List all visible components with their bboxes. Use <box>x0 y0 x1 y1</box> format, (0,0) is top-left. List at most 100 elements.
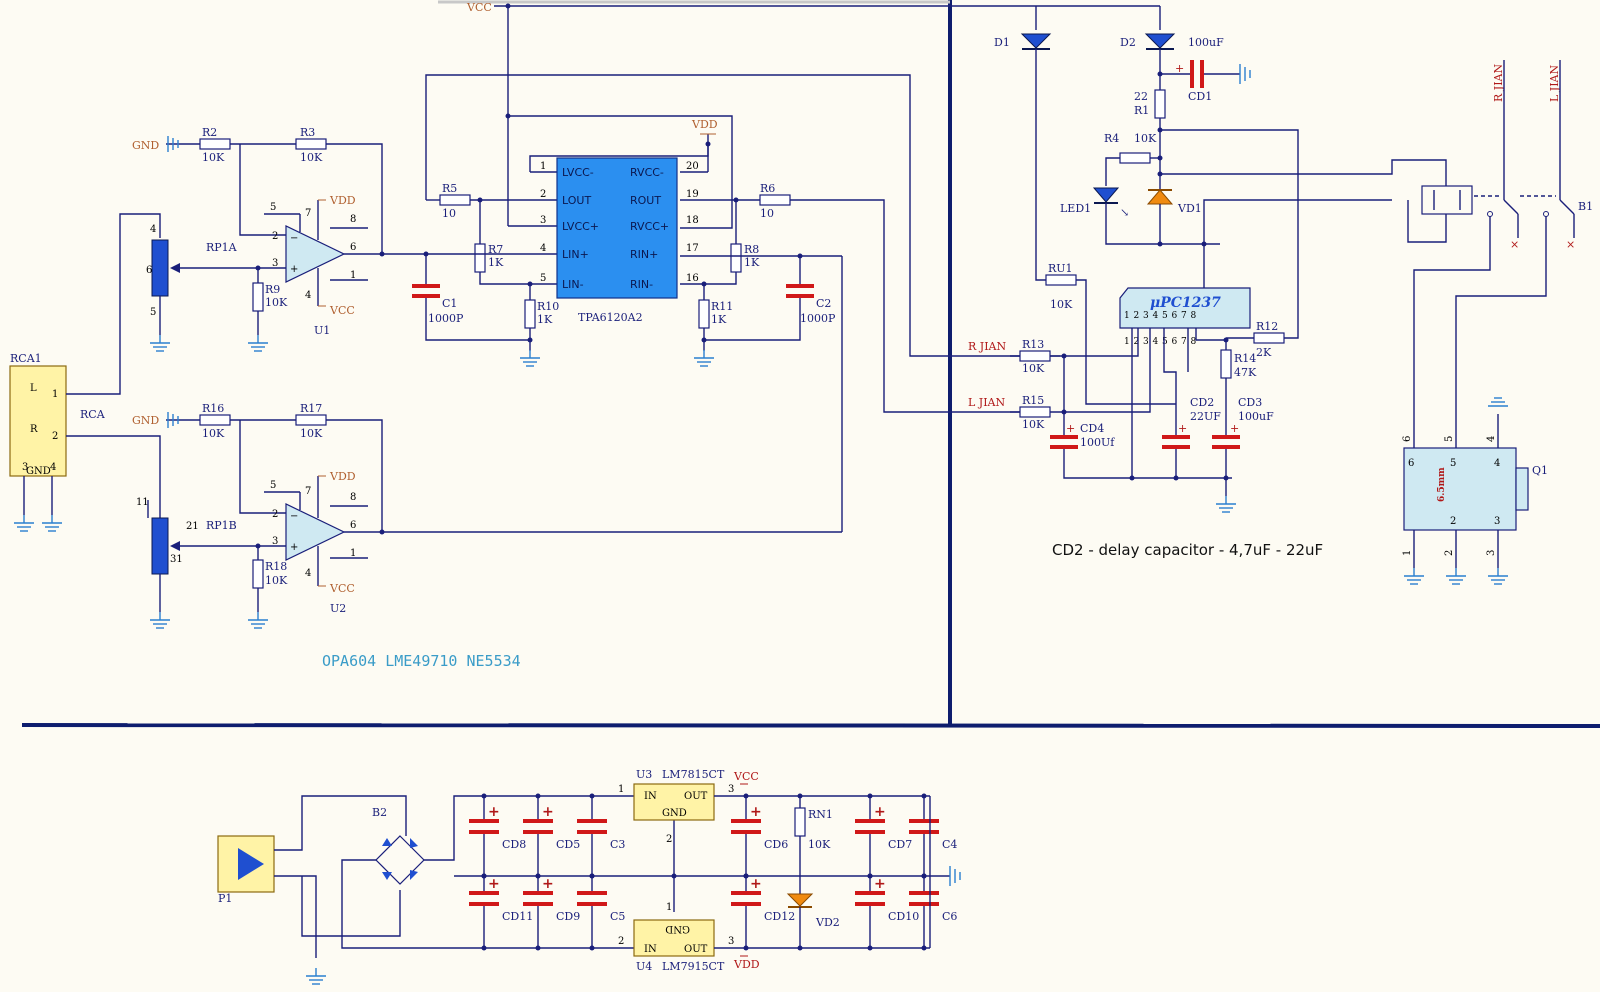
svg-text:×: × <box>1566 238 1575 251</box>
svg-text:VCC: VCC <box>329 304 355 317</box>
resistor-r13 <box>1019 350 1051 362</box>
svg-text:+: + <box>1230 422 1239 435</box>
tpa-pin-num: 2 <box>540 189 546 200</box>
regulator-u3 <box>633 783 715 821</box>
diode-d1-ref: D1 <box>994 36 1010 49</box>
svg-text:3: 3 <box>272 536 278 547</box>
svg-text:IN: IN <box>644 944 657 955</box>
svg-text:10K: 10K <box>202 427 225 440</box>
upc-pin-top: 4 <box>1153 311 1159 321</box>
svg-text:7: 7 <box>305 486 311 497</box>
svg-text:OUT: OUT <box>684 944 708 955</box>
tpa-pin-name: RVCC- <box>630 166 664 179</box>
svg-text:6: 6 <box>350 242 356 253</box>
svg-text:22: 22 <box>1134 90 1148 103</box>
psu-capacitor-ref: C6 <box>942 910 957 923</box>
svg-text:IN: IN <box>644 791 657 802</box>
svg-text:U3: U3 <box>636 768 652 781</box>
svg-text:10K: 10K <box>1134 132 1157 145</box>
opamp-options-note: OPA604 LME49710 NE5534 <box>322 652 521 670</box>
upc-pin-top: 2 <box>1134 311 1140 321</box>
diode-d2-ref: D2 <box>1120 36 1136 49</box>
svg-text:31: 31 <box>170 554 183 565</box>
svg-text:VDD: VDD <box>329 470 356 483</box>
svg-text:1K: 1K <box>744 256 760 269</box>
upc-pin-top: 6 <box>1172 311 1178 321</box>
psu-capacitor-ref: C4 <box>942 838 957 851</box>
tpa-pin-num: 18 <box>686 215 699 226</box>
psu-capacitor-ref: C3 <box>610 838 625 851</box>
svg-text:100Uf: 100Uf <box>1080 436 1115 449</box>
jack-pin: 4 <box>1486 436 1497 442</box>
jack-q1-ref: Q1 <box>1532 464 1548 477</box>
svg-text:2: 2 <box>272 509 278 520</box>
cd2-delay-note: CD2 - delay capacitor - 4,7uF - 22uF <box>1052 541 1323 559</box>
svg-text:+: + <box>488 804 500 820</box>
resistor-r5 <box>439 194 471 206</box>
svg-text:R17: R17 <box>300 402 322 415</box>
rca-name: RCA <box>80 408 106 421</box>
svg-text:10K: 10K <box>808 838 831 851</box>
svg-text:1K: 1K <box>711 313 727 326</box>
resistor-r12 <box>1253 332 1285 344</box>
resistor-r17 <box>295 414 327 426</box>
led1-ref: LED1 <box>1060 202 1091 215</box>
vd2-ref: VD2 <box>815 916 840 929</box>
svg-text:R16: R16 <box>202 402 224 415</box>
svg-text:6: 6 <box>146 265 152 276</box>
resistor-r4 <box>1119 152 1151 164</box>
svg-text:1: 1 <box>52 389 58 400</box>
opamp-u1 <box>285 225 346 283</box>
svg-text:R11: R11 <box>711 300 733 313</box>
svg-text:7: 7 <box>305 208 311 219</box>
psu-capacitor-ref: C5 <box>610 910 625 923</box>
svg-text:CD3: CD3 <box>1238 396 1262 409</box>
svg-text:OUT: OUT <box>684 791 708 802</box>
svg-text:1000P: 1000P <box>428 312 464 325</box>
psu-capacitor-ref: CD11 <box>502 910 533 923</box>
svg-text:VDD: VDD <box>691 118 718 131</box>
svg-text:U4: U4 <box>636 960 652 973</box>
svg-text:+: + <box>290 264 298 275</box>
svg-text:L: L <box>30 383 37 394</box>
tpa-pin-num: 16 <box>686 273 699 284</box>
svg-text:2: 2 <box>618 936 624 947</box>
svg-text:10K: 10K <box>300 151 323 164</box>
tpa-pin-num: 4 <box>540 243 546 254</box>
upc-pin-bottom: 2 <box>1134 337 1140 347</box>
jack-pin: 5 <box>1450 458 1456 469</box>
resistor-r14 <box>1220 349 1232 379</box>
svg-text:+: + <box>874 804 886 820</box>
jack-pin: 3 <box>1486 550 1497 556</box>
svg-text:4: 4 <box>305 568 311 579</box>
svg-text:R JIAN: R JIAN <box>1492 64 1505 102</box>
bridge-rectifier-b2 <box>375 835 425 885</box>
svg-text:R8: R8 <box>744 243 759 256</box>
tpa-pin-name: RIN+ <box>630 248 658 261</box>
svg-text:10K: 10K <box>300 427 323 440</box>
psu-capacitor-ref: CD6 <box>764 838 788 851</box>
svg-text:R5: R5 <box>442 182 457 195</box>
upc-pin-top: 3 <box>1143 311 1149 321</box>
psu-capacitor-ref: CD9 <box>556 910 580 923</box>
resistor-r7 <box>474 243 486 273</box>
jack-pin: 6 <box>1402 436 1413 442</box>
tpa-pin-num: 1 <box>540 161 546 172</box>
upc-pin-bottom: 7 <box>1181 337 1187 347</box>
tpa-pin-num: 19 <box>686 189 699 200</box>
upc-pin-bottom: 6 <box>1172 337 1178 347</box>
tpa6120a2-chip <box>556 157 678 299</box>
svg-text:11: 11 <box>136 497 149 508</box>
svg-text:+: + <box>290 542 298 553</box>
svg-text:+: + <box>1178 422 1187 435</box>
svg-text:3: 3 <box>728 936 734 947</box>
psu-capacitor: +CD5 <box>522 793 580 879</box>
svg-text:GND: GND <box>132 414 159 427</box>
resistor-r9 <box>252 282 264 312</box>
svg-text:10K: 10K <box>1050 298 1073 311</box>
pot-rp1a <box>151 239 169 297</box>
svg-text:R15: R15 <box>1022 394 1044 407</box>
section-divider-horizontal <box>21 723 1600 728</box>
resistor-rn1 <box>794 807 806 837</box>
